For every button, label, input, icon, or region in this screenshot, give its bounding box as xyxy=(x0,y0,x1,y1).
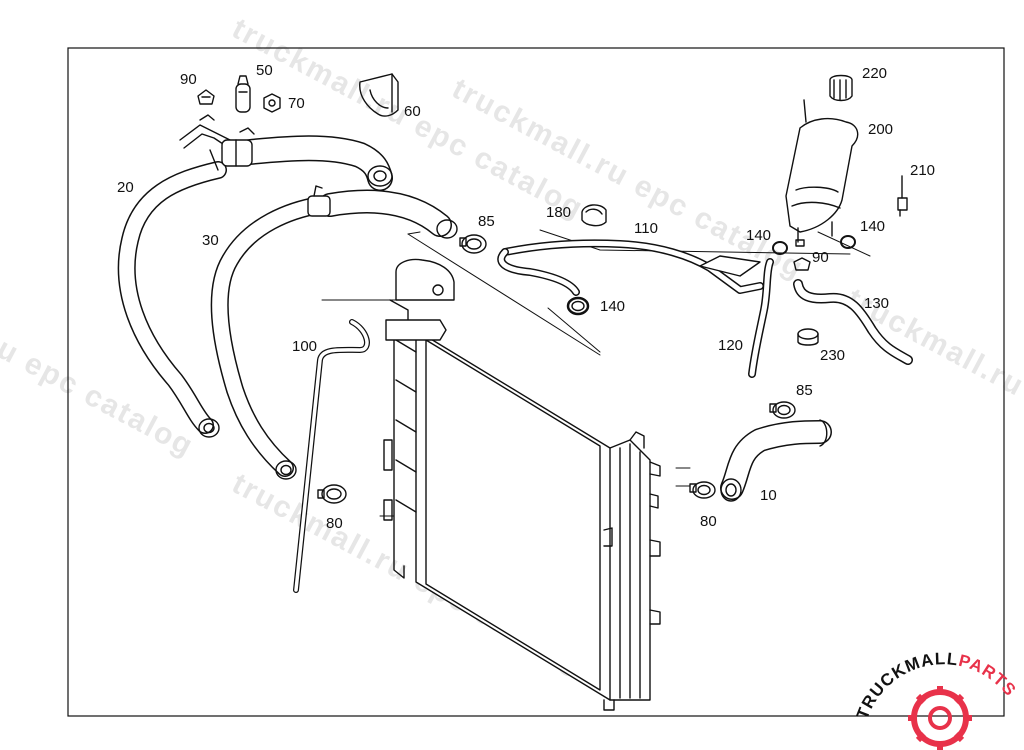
cap-220[interactable] xyxy=(829,74,853,102)
hose-120[interactable] xyxy=(748,258,774,378)
label-50: 50 xyxy=(256,62,273,79)
hose-20[interactable] xyxy=(117,114,231,438)
hose-upper[interactable] xyxy=(221,127,393,191)
label-70: 70 xyxy=(288,95,305,112)
radiator[interactable] xyxy=(383,258,661,711)
clamp-180[interactable] xyxy=(581,204,607,227)
part-90-right[interactable] xyxy=(793,257,811,271)
label-200: 200 xyxy=(868,121,893,138)
clamp-140-tank-right[interactable] xyxy=(840,235,856,249)
label-60: 60 xyxy=(404,103,421,120)
part-90-top[interactable] xyxy=(197,89,215,105)
label-100: 100 xyxy=(292,338,317,355)
logo-text: TRUCKMALLPARTS xyxy=(853,649,1020,722)
label-30: 30 xyxy=(202,232,219,249)
lead-lines xyxy=(321,229,851,517)
hose-30[interactable] xyxy=(210,185,458,480)
watermark-left: u epc catalog xyxy=(0,332,199,463)
label-90-right: 90 xyxy=(812,249,829,266)
clamp-85-right[interactable] xyxy=(769,401,796,419)
clamp-85-top[interactable] xyxy=(459,234,487,254)
label-85-top: 85 xyxy=(478,213,495,230)
label-180: 180 xyxy=(546,204,571,221)
diagram-frame xyxy=(67,47,1005,717)
label-110: 110 xyxy=(634,220,658,237)
hose-110[interactable] xyxy=(497,239,764,296)
label-140-tank-right: 140 xyxy=(860,218,885,235)
hose-130[interactable] xyxy=(793,279,913,365)
expansion-tank-200[interactable] xyxy=(785,99,859,247)
clamp-140-center[interactable] xyxy=(566,296,590,316)
tank-lead-line xyxy=(817,231,871,257)
clamp-80-right[interactable] xyxy=(689,481,716,499)
label-120: 120 xyxy=(718,337,743,354)
hose-10[interactable] xyxy=(720,419,832,502)
label-85-right: 85 xyxy=(796,382,813,399)
label-20: 20 xyxy=(117,179,134,196)
label-220: 220 xyxy=(862,65,887,82)
gear-icon xyxy=(908,686,972,750)
label-10: 10 xyxy=(760,487,777,504)
part-labels: 20 30 90 50 70 60 85 180 110 140 100 80 … xyxy=(117,62,935,532)
label-80-right: 80 xyxy=(700,513,717,530)
label-230: 230 xyxy=(820,347,845,364)
label-130: 130 xyxy=(864,295,889,312)
part-60[interactable] xyxy=(359,73,399,117)
label-140-tank-left: 140 xyxy=(746,227,771,244)
part-50[interactable] xyxy=(235,75,251,113)
part-70[interactable] xyxy=(263,93,281,113)
part-230[interactable] xyxy=(797,328,819,346)
label-140-center: 140 xyxy=(600,298,625,315)
truckmall-logo: TRUCKMALLPARTS xyxy=(853,649,1020,750)
label-210: 210 xyxy=(910,162,935,179)
clamp-140-tank-left[interactable] xyxy=(772,241,788,255)
clamp-80-left[interactable] xyxy=(317,484,347,504)
label-90-top: 90 xyxy=(180,71,197,88)
pipe-100[interactable] xyxy=(293,319,370,593)
logo-brand-accent: PARTS xyxy=(957,651,1020,700)
logo-brand-dark: TRUCKMALL xyxy=(853,649,959,722)
sensor-210[interactable] xyxy=(897,175,908,217)
label-80-left: 80 xyxy=(326,515,343,532)
